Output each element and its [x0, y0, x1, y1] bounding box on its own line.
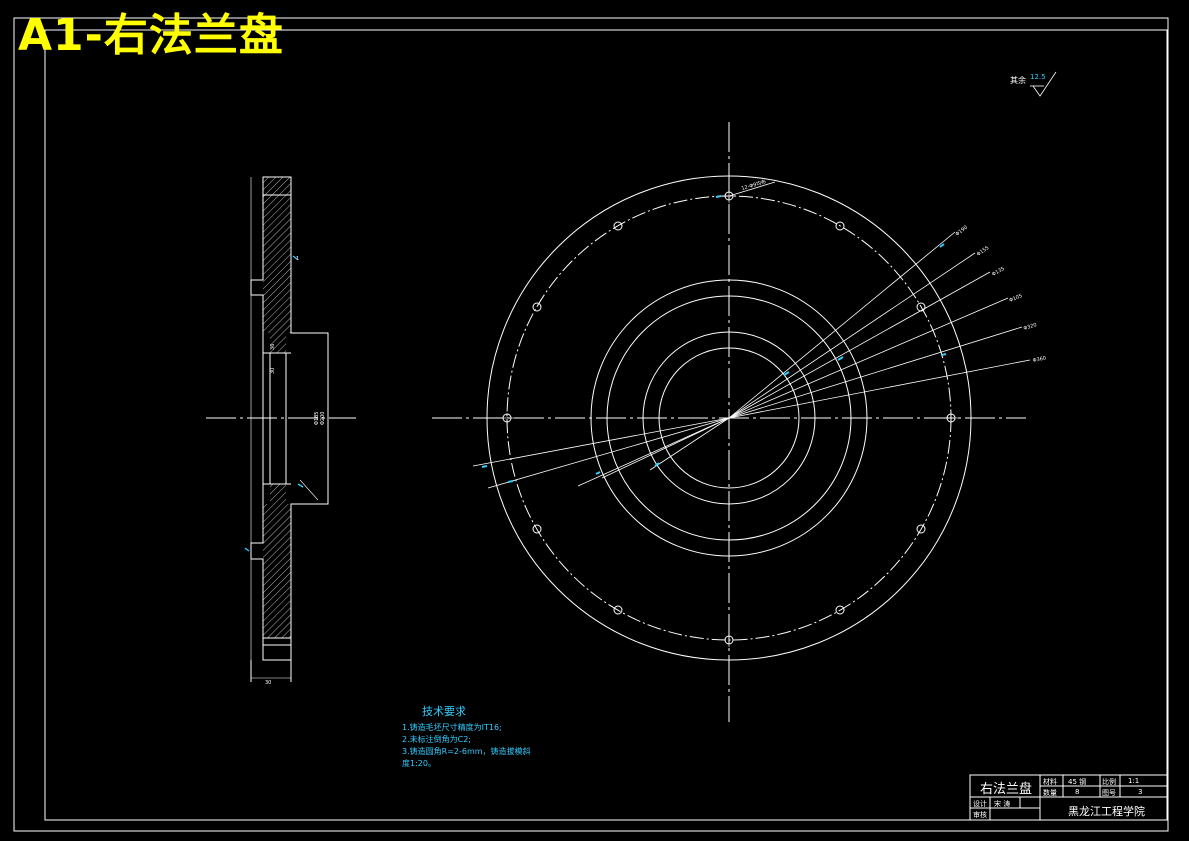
technical-requirements: 技术要求 1.铸造毛坯尺寸精度为IT16; 2.未标注倒角为C2; 3.铸造圆角… — [402, 706, 531, 770]
scale-label: 比例 — [1102, 778, 1116, 786]
dimension-leaders-lower — [472, 417, 730, 489]
tech-item: 度1:20。 — [402, 759, 436, 768]
designer-name: 宋 涛 — [994, 800, 1011, 808]
svg-text:Φ190: Φ190 — [955, 225, 969, 238]
svg-text:30: 30 — [270, 368, 276, 374]
boss-inner-circle — [606, 295, 852, 541]
svg-text:30: 30 — [265, 680, 271, 686]
school-name: 黑龙江工程学院 — [1068, 805, 1145, 818]
quantity-label: 数量 — [1043, 789, 1057, 797]
svg-text:Φ135: Φ135 — [991, 266, 1006, 278]
quantity-value: 8 — [1075, 788, 1080, 796]
bolt-holes — [500, 189, 958, 647]
design-label: 设计 — [973, 800, 987, 808]
roughness-value: 12.5 — [1030, 73, 1046, 81]
svg-text:36: 36 — [270, 344, 276, 350]
svg-text:Φ320: Φ320 — [1023, 322, 1038, 332]
drawing-no-label: 图号 — [1102, 789, 1116, 797]
drawing-banner-title: A1-右法兰盘 — [18, 10, 284, 61]
outer-frame — [13, 17, 1169, 832]
inner-frame — [44, 29, 1168, 821]
svg-text:Φ200: Φ200 — [320, 412, 326, 425]
svg-text:Φ360: Φ360 — [1032, 356, 1046, 364]
bore-outer-circle — [642, 331, 816, 505]
hatch-lower — [263, 504, 291, 638]
svg-text:Φ155: Φ155 — [976, 245, 991, 258]
tech-item: 2.未标注倒角为C2; — [402, 735, 472, 744]
svg-text:1: 1 — [296, 256, 299, 262]
roughness-symbol — [1030, 71, 1057, 97]
hatch-top-band — [263, 177, 291, 195]
svg-text:12-Φ9均布: 12-Φ9均布 — [741, 178, 767, 192]
tech-item: 1.铸造毛坯尺寸精度为IT16; — [402, 723, 502, 732]
hatch-mid-lower — [270, 484, 286, 504]
scale-value: 1:1 — [1128, 777, 1140, 785]
roughness-label: 其余 — [1010, 76, 1026, 85]
dimension-leaders-upper — [728, 181, 1031, 419]
boss-outer-circle — [590, 279, 868, 557]
outer-circle — [486, 175, 972, 661]
svg-text:Φ185: Φ185 — [314, 412, 320, 425]
hatch-upper — [263, 195, 291, 333]
bore-inner-circle — [658, 347, 800, 489]
title-block-grid — [969, 774, 1168, 821]
material-value: 45 钢 — [1068, 778, 1087, 786]
part-name: 右法兰盘 — [980, 782, 1033, 797]
material-label: 材料 — [1043, 778, 1057, 786]
review-label: 审核 — [973, 811, 987, 819]
section-view: Φ185 Φ200 30 36 1 30 — [206, 176, 356, 686]
roughness-note: 其余 12.5 — [1010, 73, 1046, 86]
svg-text:Φ105: Φ105 — [1008, 293, 1023, 304]
tech-item: 3.铸造圆角R=2-6mm，铸造拔模斜 — [402, 747, 531, 756]
technical-requirements-title: 技术要求 — [422, 705, 466, 718]
dimension-arrows — [481, 195, 947, 483]
drawing-no-value: 3 — [1138, 788, 1143, 796]
hatch-mid-upper — [270, 333, 286, 353]
front-view: Φ190 Φ155 Φ135 Φ105 Φ320 Φ360 12-Φ9均布 — [432, 122, 1047, 722]
dimension-labels: Φ190 Φ155 Φ135 Φ105 Φ320 Φ360 12-Φ9均布 — [741, 178, 1047, 364]
